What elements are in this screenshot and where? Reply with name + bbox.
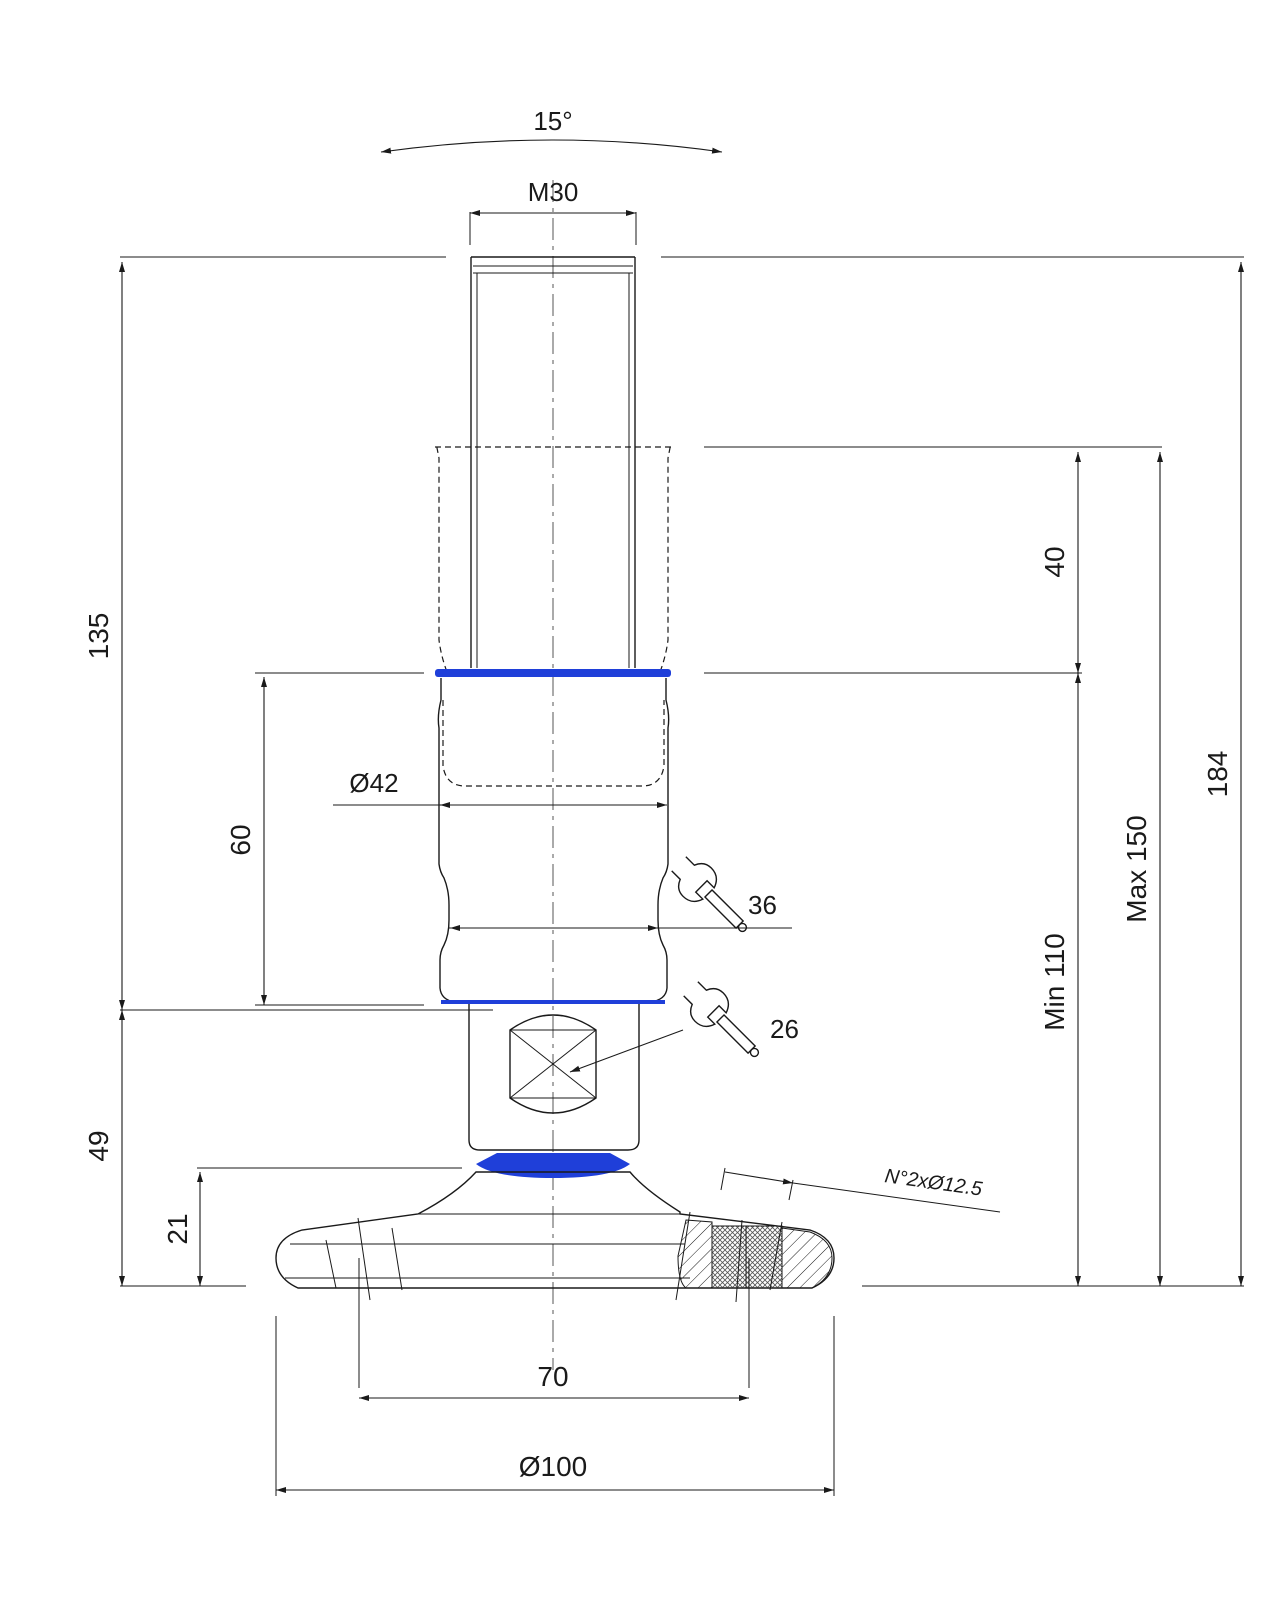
dim-49: 49 xyxy=(83,1010,246,1287)
dim-49-label: 49 xyxy=(83,1130,114,1161)
joint-seal xyxy=(476,1153,630,1178)
dim-135: 135 xyxy=(83,256,493,1011)
wrench-icon xyxy=(671,856,748,933)
holes-note: N°2xØ12.5 xyxy=(720,1165,1001,1213)
dim-21: 21 xyxy=(162,1167,462,1286)
wrench-26-label: 26 xyxy=(770,1014,799,1044)
lower-seal-ring xyxy=(441,1000,665,1004)
tilt-dimension: 15° xyxy=(380,106,723,154)
dim-max-150-label: Max 150 xyxy=(1121,815,1152,922)
tilt-angle-label: 15° xyxy=(533,106,572,136)
dim-60: 60 xyxy=(225,672,424,1006)
wrench-26-dimension: 26 xyxy=(569,981,799,1073)
holes-note-label: N°2xØ12.5 xyxy=(883,1165,984,1201)
wrench-icon xyxy=(683,981,760,1058)
dim-min-110: Min 110 xyxy=(1039,673,1081,1286)
dim-135-label: 135 xyxy=(83,613,114,660)
extended-position-outline xyxy=(435,446,672,673)
thread-dimension: M30 xyxy=(469,177,637,245)
body-diameter-label: Ø42 xyxy=(349,768,398,798)
dim-70: 70 xyxy=(359,1361,749,1401)
dim-40-label: 40 xyxy=(1039,546,1070,577)
thread-label: M30 xyxy=(528,177,579,207)
dim-100: Ø100 xyxy=(275,1316,835,1496)
dim-21-label: 21 xyxy=(162,1213,193,1244)
upper-seal-ring xyxy=(435,669,671,677)
dim-60-label: 60 xyxy=(225,824,256,855)
dim-70-label: 70 xyxy=(537,1361,568,1392)
hex-neck xyxy=(468,1004,640,1151)
dim-100-label: Ø100 xyxy=(519,1451,588,1482)
dim-184: 184 xyxy=(661,256,1244,1287)
dim-184-label: 184 xyxy=(1202,751,1233,798)
dim-max-150: Max 150 xyxy=(1121,452,1163,1286)
base-plate xyxy=(275,1171,835,1388)
wrench-36-label: 36 xyxy=(748,890,777,920)
threaded-stud xyxy=(470,256,636,668)
body-diameter-dimension: Ø42 xyxy=(333,768,667,808)
dim-min-110-label: Min 110 xyxy=(1039,933,1070,1031)
dim-40: 40 xyxy=(704,446,1162,674)
wrench-36-dimension: 36 xyxy=(450,856,792,933)
